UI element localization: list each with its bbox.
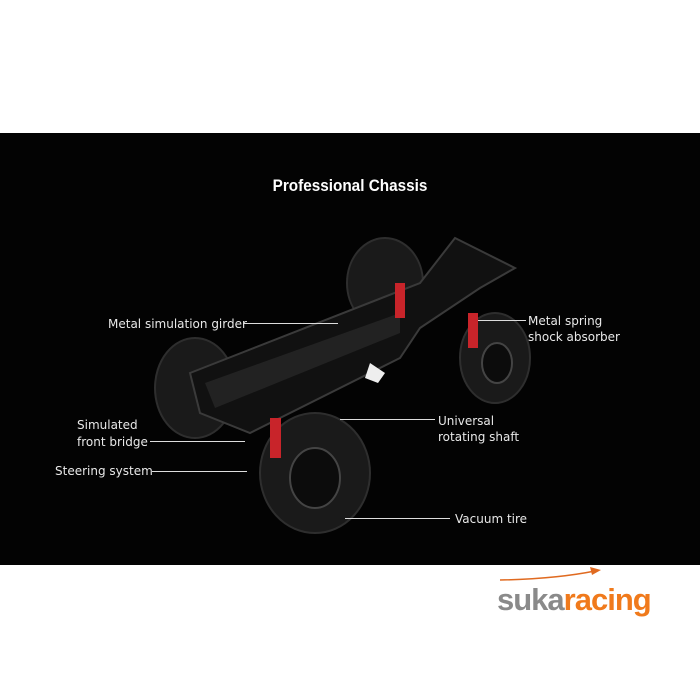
logo-part-2: racing <box>563 582 652 617</box>
callout-line <box>243 323 338 324</box>
callout-line <box>150 441 245 442</box>
label-girder: Metal simulation girder <box>108 317 247 331</box>
callout-line <box>152 471 247 472</box>
label-shock-2: shock absorber <box>528 330 620 344</box>
callout-line <box>340 419 435 420</box>
callout-line <box>478 320 526 321</box>
chassis-image <box>154 236 531 534</box>
label-shaft-1: Universal <box>438 414 495 428</box>
shock-absorber <box>270 418 281 458</box>
label-bridge-2: front bridge <box>77 435 148 449</box>
label-steering: Steering system <box>55 464 153 478</box>
label-shock-1: Metal spring <box>528 314 603 328</box>
shock-absorber <box>468 313 478 348</box>
shock-absorber <box>395 283 405 318</box>
logo-swoosh-icon <box>499 567 601 581</box>
label-bridge-1: Simulated <box>77 418 138 432</box>
logo-part-1: suka <box>497 582 565 617</box>
brand-logo: sukaracing <box>497 582 652 618</box>
label-shaft-2: rotating shaft <box>438 430 520 444</box>
page-title: Professional Chassis <box>272 176 428 195</box>
label-tire: Vacuum tire <box>455 512 528 526</box>
callout-line <box>345 518 450 519</box>
